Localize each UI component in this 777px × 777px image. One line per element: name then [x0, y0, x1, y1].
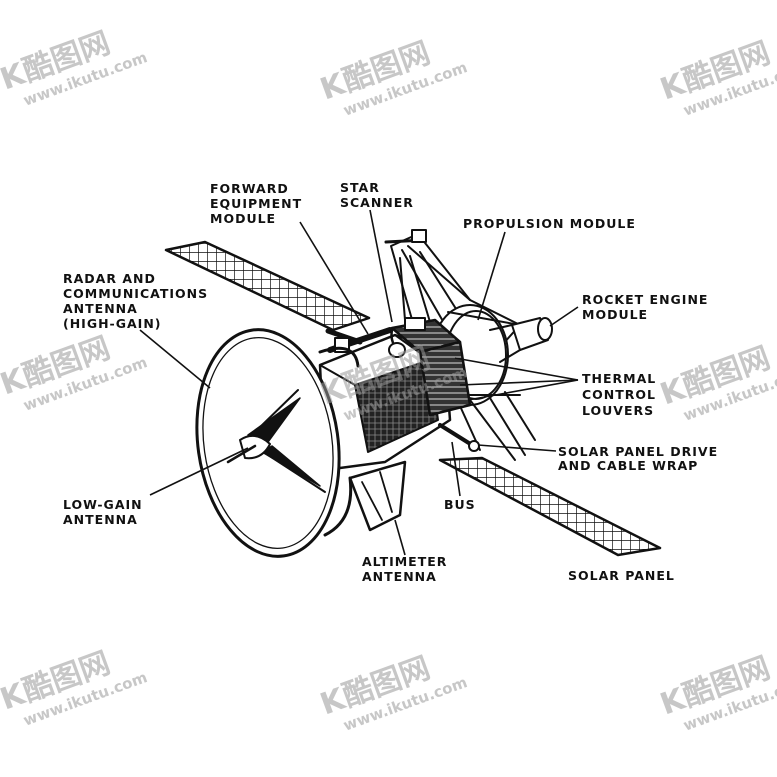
- altimeter-antenna: [348, 460, 407, 532]
- watermark: K 酷图网 www.ikutu.com: [656, 36, 777, 120]
- high-gain-dish: [195, 328, 360, 558]
- bus-body: [318, 327, 452, 472]
- watermark: K 酷图网 www.ikutu.com: [316, 36, 470, 120]
- label-solar-panel: SOLAR PANEL: [568, 568, 675, 583]
- label-forward-equipment-module: FORWARD EQUIPMENT MODULE: [210, 181, 307, 226]
- label-propulsion-module: PROPULSION MODULE: [463, 216, 636, 231]
- label-radar-antenna: RADAR AND COMMUNICATIONS ANTENNA (HIGH-G…: [63, 271, 213, 331]
- label-bus: BUS: [444, 497, 476, 512]
- watermark: K 酷图网 www.ikutu.com: [0, 646, 150, 730]
- callout-labels: FORWARD EQUIPMENT MODULE STAR SCANNER PR…: [63, 180, 723, 584]
- forward-equipment-module: [388, 317, 472, 417]
- watermark: K 酷图网 www.ikutu.com: [656, 651, 777, 735]
- label-star-scanner: STAR SCANNER: [340, 180, 414, 210]
- watermark: K 酷图网 www.ikutu.com: [656, 341, 777, 425]
- label-solar-panel-drive: SOLAR PANEL DRIVE AND CABLE WRAP: [558, 444, 723, 473]
- label-altimeter-antenna: ALTIMETER ANTENNA: [362, 554, 453, 584]
- watermark: K 酷图网 www.ikutu.com: [0, 26, 150, 110]
- label-thermal-control-louvers: THERMAL CONTROL LOUVERS: [582, 371, 662, 418]
- leader-lines: [139, 209, 579, 556]
- watermark: K 酷图网 www.ikutu.com: [316, 651, 470, 735]
- label-rocket-engine-module: ROCKET ENGINE MODULE: [582, 292, 714, 322]
- label-low-gain-antenna: LOW-GAIN ANTENNA: [63, 497, 148, 527]
- lower-solar-panel: [438, 456, 662, 557]
- watermarks: K 酷图网 www.ikutu.com K 酷图网 www.ikutu.com …: [0, 26, 777, 735]
- watermark: K 酷图网 www.ikutu.com: [0, 331, 150, 415]
- spacecraft-illustration: [164, 229, 662, 558]
- rocket-engine: [489, 317, 553, 363]
- solar-panel-drive: [438, 423, 480, 452]
